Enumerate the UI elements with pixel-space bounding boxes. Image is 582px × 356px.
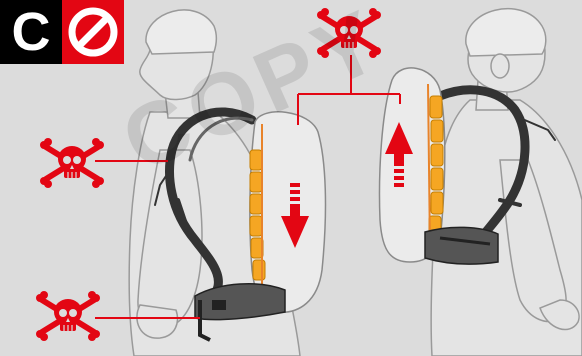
arrow-up-icon	[385, 122, 413, 187]
right-backpack	[378, 67, 499, 265]
left-backpack	[194, 111, 327, 342]
prohibition-icon	[62, 0, 124, 64]
right-person	[430, 8, 582, 356]
arrow-down-icon	[281, 183, 309, 248]
warning-leader-lines	[95, 55, 401, 319]
left-pack-straps	[154, 107, 257, 305]
left-back-pad	[249, 149, 266, 281]
panel-letter: C	[0, 0, 62, 64]
panel-label: C	[0, 0, 124, 64]
